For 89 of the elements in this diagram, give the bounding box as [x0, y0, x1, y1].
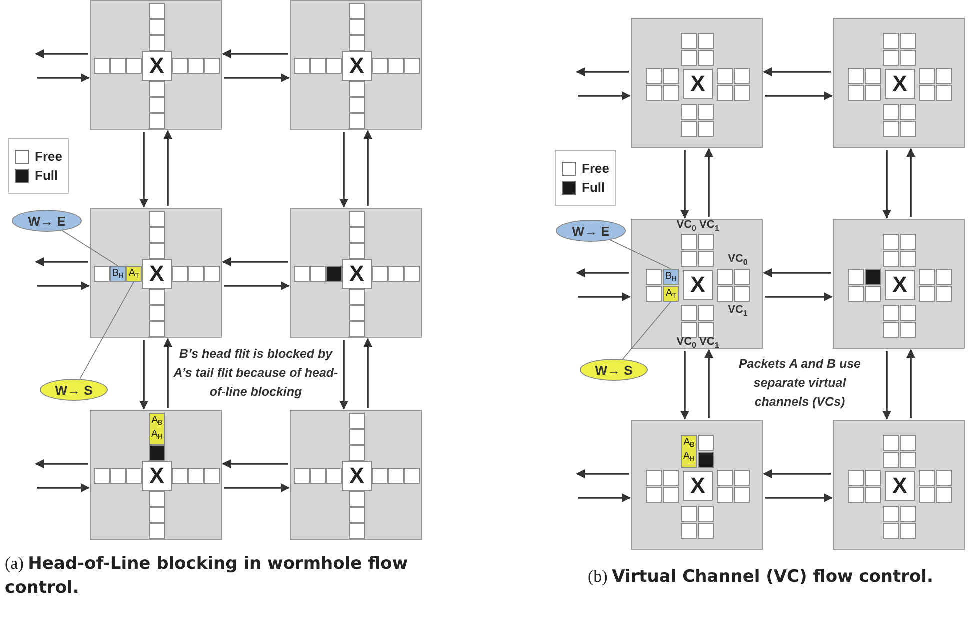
- arrow: [765, 494, 833, 502]
- buffer-slot: A$_{B}$ A$_{H}$: [681, 435, 697, 468]
- router-tile: [290, 410, 422, 540]
- channel-label: VC$_{0}$ VC$_{1}$: [676, 336, 720, 350]
- leader-line: [610, 240, 672, 270]
- buffer-slot: A$_{B}$ A$_{H}$: [149, 413, 165, 445]
- arrow: [164, 338, 172, 408]
- arrow: [222, 460, 288, 468]
- arrow: [765, 292, 833, 302]
- route-oval: W→ S: [580, 359, 648, 381]
- route-oval: W→ E: [12, 210, 82, 232]
- crossbar-box: X: [683, 471, 713, 501]
- arrow: [37, 74, 90, 82]
- arrow: [906, 349, 916, 418]
- arrow: [576, 470, 629, 478]
- crossbar-box: X: [885, 270, 915, 300]
- router-tile: [833, 420, 965, 550]
- arrow: [576, 68, 629, 76]
- crossbar-box: X: [142, 259, 172, 289]
- router-tile: [290, 0, 422, 130]
- arrow: [140, 132, 148, 208]
- crossbar-box: X: [342, 51, 372, 81]
- arrow: [340, 132, 348, 208]
- arrow: [765, 92, 833, 100]
- legend-text: Full: [582, 180, 606, 195]
- crossbar-box: X: [683, 69, 713, 99]
- crossbar-box: X: [885, 69, 915, 99]
- arrow: [763, 68, 831, 76]
- buffer-slot: B$_{H}$: [663, 269, 679, 285]
- note-text: Packets A and B use separate virtual channels (VCs): [738, 356, 862, 411]
- arrow: [35, 50, 88, 58]
- arrow: [140, 340, 148, 410]
- crossbar-box: X: [142, 51, 172, 81]
- channel-label: VC$_{1}$: [727, 304, 749, 318]
- arrow: [164, 130, 172, 206]
- arrow: [680, 150, 690, 219]
- crossbar-box: X: [683, 270, 713, 300]
- arrow: [704, 148, 714, 217]
- arrow: [224, 282, 290, 290]
- crossbar-box: X: [342, 259, 372, 289]
- channel-label: VC$_{0}$ VC$_{1}$: [676, 219, 720, 234]
- router-tile: [833, 18, 965, 148]
- router-tile: [90, 208, 222, 338]
- arrow: [882, 351, 892, 420]
- router-tile: [631, 219, 763, 349]
- router-tile: [290, 208, 422, 338]
- router-tile: [833, 219, 965, 349]
- arrow: [763, 268, 831, 278]
- arrow: [576, 268, 629, 278]
- router-tile: [631, 420, 763, 550]
- arrow: [224, 74, 290, 82]
- figure-caption: (a) Head-of-Line blocking in wormhole flow control.: [5, 553, 410, 600]
- arrow: [578, 494, 631, 502]
- arrow: [340, 340, 348, 410]
- arrow: [37, 484, 90, 492]
- buffer-slot: B$_{H}$: [110, 266, 126, 282]
- arrow: [35, 460, 88, 468]
- leader-line: [62, 230, 118, 266]
- crossbar-box: X: [885, 471, 915, 501]
- legend-text: Full: [35, 168, 58, 183]
- arrow: [704, 349, 714, 418]
- router-tile: [631, 18, 763, 148]
- crossbar-box: X: [142, 461, 172, 491]
- router-tile: [90, 0, 222, 130]
- arrow: [578, 92, 631, 100]
- arrow: [222, 50, 288, 58]
- buffer-slot: A$_{T}$: [663, 286, 679, 302]
- figure-caption: (b) Virtual Channel (VC) flow control.: [588, 566, 934, 589]
- router-tile: [90, 410, 222, 540]
- arrow: [222, 258, 288, 266]
- note-text: B’s head flit is blocked by A’s tail flit because of head-of-line blocking: [172, 346, 340, 401]
- legend-text: Free: [582, 161, 610, 176]
- route-oval: W→ S: [40, 379, 108, 401]
- arrow: [906, 148, 916, 217]
- route-oval: W→ E: [556, 220, 626, 242]
- arrow: [680, 351, 690, 420]
- arrow: [364, 338, 372, 408]
- legend-text: Free: [35, 149, 62, 164]
- buffer-slot: A$_{T}$: [126, 266, 142, 282]
- arrow: [35, 258, 88, 266]
- arrow: [763, 470, 831, 478]
- arrow: [224, 484, 290, 492]
- arrow: [578, 292, 631, 302]
- leader-line: [80, 282, 134, 380]
- crossbar-box: X: [342, 461, 372, 491]
- arrow: [882, 150, 892, 219]
- arrow: [37, 282, 90, 290]
- arrow: [364, 130, 372, 206]
- channel-label: VC$_{0}$: [727, 253, 749, 268]
